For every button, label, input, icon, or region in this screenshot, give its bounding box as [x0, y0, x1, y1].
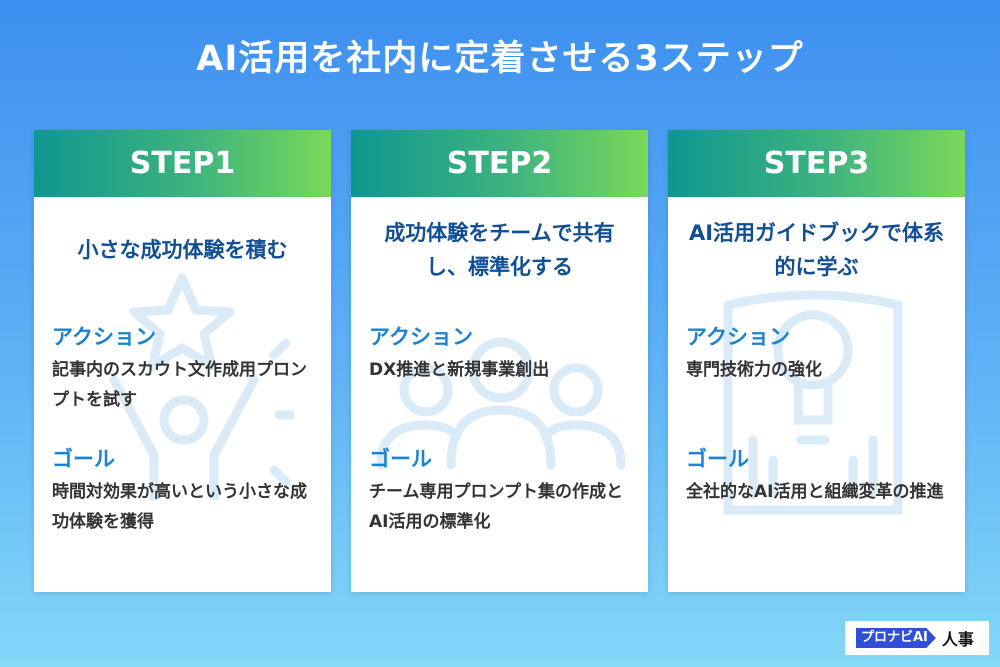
step-card-1: STEP1 小さな成功体験を積む アクション 記事内のスカウト文作成用プロンプト…: [34, 130, 331, 592]
goal-label: ゴール: [52, 447, 115, 471]
action-text: DX推進と新規事業創出: [369, 360, 550, 380]
action-label: アクション: [686, 325, 790, 349]
step-card-2: STEP2 成功体験をチームで共有し、標準化する アクション DX推進と新規事業…: [351, 130, 648, 592]
celebrating-person-star-icon: [109, 273, 294, 500]
step-header: STEP3: [668, 130, 965, 197]
step-header: STEP1: [34, 130, 331, 197]
step-header: STEP2: [351, 130, 648, 197]
action-label: アクション: [52, 325, 156, 349]
page-title: AI活用を社内に定着させる3ステップ: [196, 39, 804, 79]
lightbulb-book-icon: [723, 290, 903, 515]
step-subtitle: 小さな成功体験を積む: [77, 238, 288, 262]
goal-label: ゴール: [686, 447, 749, 471]
goal-text: 時間対効果が高いという小さな成功体験を獲得: [52, 482, 307, 532]
team-people-icon: [376, 337, 626, 470]
goal-text: 全社的なAI活用と組織変革の推進: [686, 482, 944, 502]
goal-text: チーム専用プロンプト集の作成とAI活用の標準化: [369, 482, 623, 532]
action-text: 専門技術力の強化: [686, 360, 822, 380]
logo-mark: プロナビAI: [856, 628, 936, 648]
logo-text: 人事: [941, 630, 974, 649]
step-subtitle: 成功体験をチームで共有し、標準化する: [384, 221, 615, 279]
goal-label: ゴール: [369, 447, 432, 471]
brand-logo: プロナビAI 人事: [845, 621, 989, 655]
action-label: アクション: [369, 325, 473, 349]
step-subtitle: AI活用ガイドブックで体系的に学ぶ: [688, 221, 945, 279]
step-card-3: STEP3 AI活用ガイドブックで体系的に学ぶ アクション 専門技術力の強化 ゴ…: [668, 130, 965, 592]
action-text: 記事内のスカウト文作成用プロンプトを試す: [52, 360, 307, 410]
